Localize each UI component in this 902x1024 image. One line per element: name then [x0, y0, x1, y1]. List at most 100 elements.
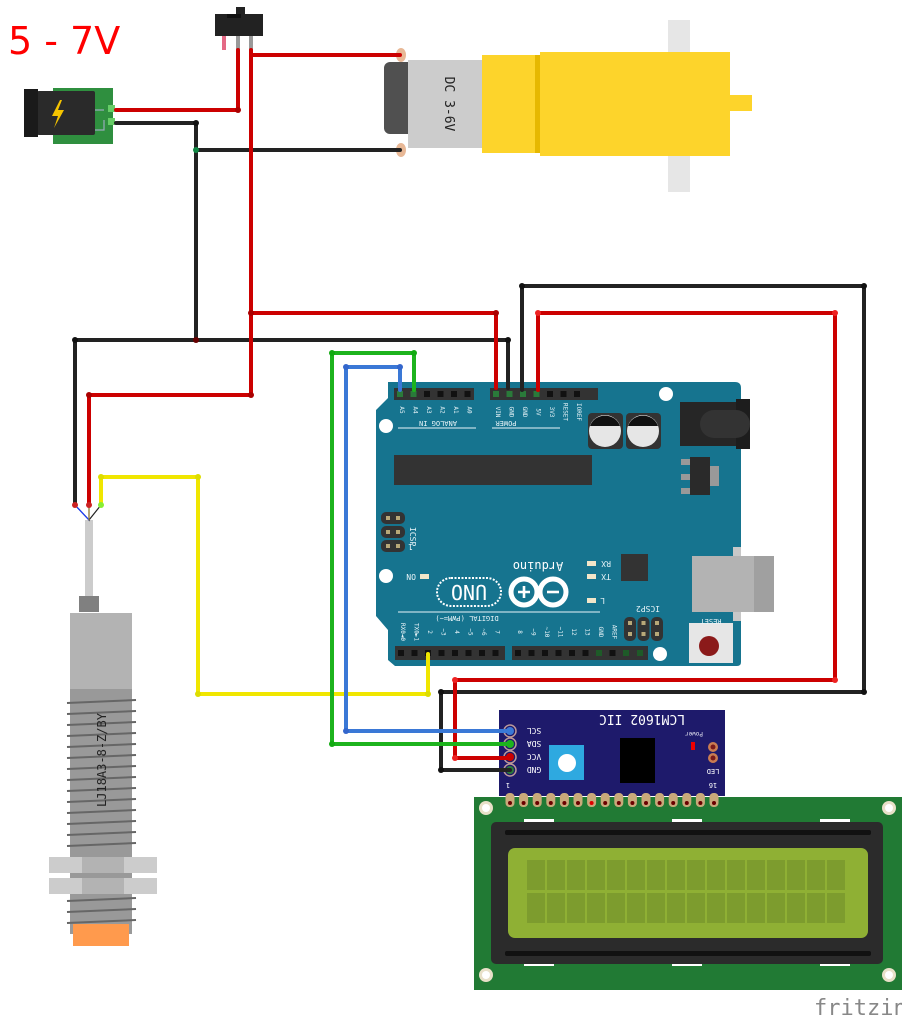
- digital-pin[interactable]: [623, 650, 629, 656]
- slide-switch[interactable]: [215, 7, 263, 50]
- digital-pin-label: 7: [494, 630, 501, 634]
- sensor-thread-line: [66, 787, 137, 792]
- icsp-pin[interactable]: [396, 544, 400, 548]
- icsp2-pin[interactable]: [641, 621, 646, 625]
- sensor-thread-line: [66, 743, 137, 748]
- digital-header-left: [395, 646, 505, 660]
- lcd-header-pin[interactable]: [532, 793, 542, 807]
- lcd-header-pin[interactable]: [627, 793, 637, 807]
- wire-switch-to-motor[interactable]: [249, 48, 402, 57]
- power-pin-label: 3V3: [548, 407, 555, 418]
- icsp-pin[interactable]: [386, 516, 390, 520]
- power-pin-gnd[interactable]: [506, 391, 513, 397]
- digital-pin[interactable]: [555, 650, 562, 656]
- analog-pin-a3[interactable]: [424, 391, 430, 397]
- icsp-pin[interactable]: [386, 530, 390, 534]
- switch-knob[interactable]: [236, 7, 245, 17]
- barrel-jack-pin-plus: [108, 105, 115, 112]
- lcd-header-pin[interactable]: [695, 793, 705, 807]
- digital-pin[interactable]: [452, 650, 458, 656]
- lcd-header-pin[interactable]: [668, 793, 678, 807]
- digital-pin[interactable]: [582, 650, 589, 656]
- icsp2-pin[interactable]: [655, 621, 659, 625]
- wire-gnd-bus[interactable]: [194, 121, 510, 390]
- lcd-cell: [647, 893, 665, 923]
- lcd-header-pin[interactable]: [505, 793, 515, 807]
- wire-jack-gnd-to-motor[interactable]: [114, 121, 402, 152]
- digital-pin[interactable]: [596, 650, 602, 656]
- icsp-pin[interactable]: [396, 516, 400, 520]
- analog-pin-a2[interactable]: [437, 391, 444, 397]
- lcd-header-pin[interactable]: [559, 793, 569, 807]
- lcd-header-pin[interactable]: [655, 793, 665, 807]
- lcd-header-pin-hole: [644, 801, 648, 805]
- lcd-header-pin[interactable]: [573, 793, 583, 807]
- icsp2-pin[interactable]: [628, 621, 632, 625]
- wire-junction: [193, 337, 199, 343]
- power-pin-5v[interactable]: [533, 391, 540, 397]
- digital-pin[interactable]: [528, 650, 535, 656]
- barrel-jack-body: [37, 91, 95, 135]
- wire-switch-to-vin[interactable]: [249, 53, 498, 390]
- power-pin-reset[interactable]: [560, 391, 567, 397]
- power-pin-ioref[interactable]: [574, 391, 580, 397]
- lcd-header-pin[interactable]: [641, 793, 651, 807]
- lcd-header-pin[interactable]: [709, 793, 719, 807]
- icsp2-pin[interactable]: [655, 632, 659, 636]
- icsp2-pin[interactable]: [628, 632, 632, 636]
- digital-pin[interactable]: [411, 650, 418, 656]
- digital-pin[interactable]: [465, 650, 472, 656]
- digital-pin[interactable]: [492, 650, 499, 656]
- digital-pin[interactable]: [609, 650, 616, 656]
- power-led: [691, 742, 695, 750]
- i2c-pin-label: VCC: [527, 752, 542, 761]
- lcd-header-pin[interactable]: [587, 793, 597, 807]
- power-pin-3v3[interactable]: [547, 391, 553, 397]
- wire-sensor-gnd[interactable]: [73, 338, 198, 507]
- power-pins: [493, 391, 580, 397]
- lcd-header-pin[interactable]: [600, 793, 610, 807]
- lcd-cell: [767, 860, 785, 890]
- arduino-model-label: UNO: [451, 580, 487, 604]
- motor-gearbox-front: [482, 55, 540, 153]
- digital-pin[interactable]: [542, 650, 548, 656]
- reset-button[interactable]: [699, 636, 719, 656]
- usb-chip: [621, 554, 648, 581]
- digital-pin[interactable]: [637, 650, 643, 656]
- wire-sensor-vplus[interactable]: [87, 311, 253, 507]
- digital-pin-label: RX0◄0: [399, 623, 406, 641]
- lcd-header-pin[interactable]: [546, 793, 556, 807]
- wire-sensor-signal-to-d2[interactable]: [99, 475, 430, 696]
- icsp-pin[interactable]: [396, 530, 400, 534]
- digital-pin[interactable]: [569, 650, 575, 656]
- analog-pin-a1[interactable]: [451, 391, 457, 397]
- analog-pin-a0[interactable]: [464, 391, 471, 397]
- lcd-cell: [667, 893, 685, 923]
- lcd-cell: [787, 893, 805, 923]
- sensor-lead-blue: [74, 504, 90, 521]
- digital-pin[interactable]: [515, 650, 521, 656]
- wire-junction: [505, 337, 511, 343]
- power-led-label: Power: [685, 730, 703, 737]
- icsp-pin[interactable]: [386, 544, 390, 548]
- lcd-cell: [567, 893, 585, 923]
- lcd-header-pin[interactable]: [519, 793, 529, 807]
- lcd-cell: [607, 893, 625, 923]
- digital-pin-label: ~10: [543, 627, 550, 638]
- digital-pin[interactable]: [438, 650, 445, 656]
- lcd-header-pin[interactable]: [614, 793, 624, 807]
- power-pin-vin[interactable]: [493, 391, 499, 397]
- digital-pin[interactable]: [479, 650, 485, 656]
- wire-junction: [519, 283, 525, 289]
- wire-junction: [98, 502, 104, 508]
- power-pin-gnd[interactable]: [520, 391, 526, 397]
- digital-pin[interactable]: [398, 650, 404, 656]
- lcd-header-pin[interactable]: [682, 793, 692, 807]
- input-voltage-label: 5 - 7V: [8, 19, 121, 63]
- icsp2-pin[interactable]: [641, 632, 646, 636]
- analog-pin-a5[interactable]: [397, 391, 403, 397]
- capacitor-2-stripe: [628, 415, 658, 426]
- wire-jack-plus-to-switch[interactable]: [114, 48, 240, 112]
- analog-pin-a4[interactable]: [410, 391, 417, 397]
- power-pin-label: GND: [508, 407, 515, 418]
